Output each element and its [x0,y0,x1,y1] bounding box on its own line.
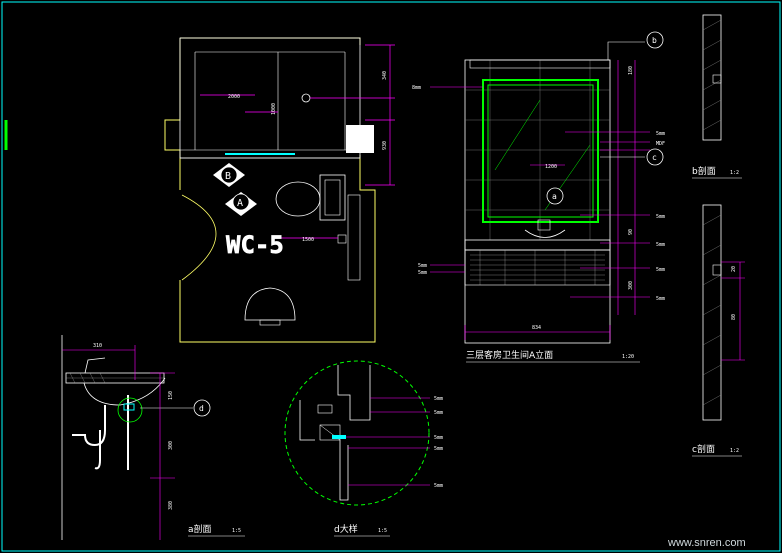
svg-text:5mm: 5mm [656,242,665,248]
section-a-top-dim: 310 [93,343,102,349]
section-c[interactable]: 20 80 c剖面 1:2 [692,204,745,457]
callout-label-b: b [652,36,657,45]
watermark-text: www.snren.com [667,537,746,549]
svg-text:2000: 2000 [228,94,240,100]
elevation-scale: 1:20 [622,354,634,360]
svg-text:300: 300 [628,281,634,290]
detail-d[interactable]: 5mm 5mm 5mm 5mm 5mm d大样 1:5 [284,360,443,537]
svg-text:5mm: 5mm [656,267,665,273]
svg-text:1200: 1200 [545,164,557,170]
section-a-scale: 1:5 [232,528,241,534]
plan-room-label: WC-5 [226,231,284,259]
detail-d-scale: 1:5 [378,528,387,534]
svg-text:5mm: 5mm [434,446,443,452]
svg-text:380: 380 [168,501,174,510]
elevation-a[interactable]: 8mm 5mm MDF 1200 5mm 5mm 5mm 5mm 5mm 5mm… [412,31,665,363]
detail-d-caption: d大样 [334,523,358,535]
callout-marker-a[interactable]: a [546,187,564,205]
svg-text:5mm: 5mm [418,263,427,269]
svg-text:MDF: MDF [656,141,665,147]
section-marker-b[interactable]: B [213,163,245,187]
section-b-scale: 1:2 [730,170,739,176]
svg-text:930: 930 [382,141,388,150]
svg-text:150: 150 [168,391,174,400]
svg-text:90: 90 [628,229,634,235]
svg-text:5mm: 5mm [434,410,443,416]
marker-label-a: A [237,198,243,209]
section-a-callout-d[interactable]: d [193,399,211,417]
svg-text:80: 80 [731,314,737,320]
callout-label-c: c [652,153,657,162]
section-a-caption: a剖面 [188,523,212,535]
marker-label-b: B [225,171,231,182]
svg-text:5mm: 5mm [418,270,427,276]
section-c-scale: 1:2 [730,448,739,454]
svg-text:5mm: 5mm [434,483,443,489]
section-a[interactable]: d 310 150 300 380 a剖面 1:5 [61,335,245,540]
svg-text:5mm: 5mm [656,131,665,137]
elevation-width-dim: 834 [532,325,541,331]
svg-text:5mm: 5mm [656,214,665,220]
section-marker-a[interactable]: A [225,192,257,216]
svg-text:8mm: 8mm [412,85,421,91]
section-b-caption: b剖面 [692,165,716,177]
svg-text:5mm: 5mm [434,435,443,441]
svg-text:5mm: 5mm [656,296,665,302]
callout-marker-c[interactable]: c [646,148,664,166]
callout-marker-b[interactable]: b [646,31,664,49]
section-c-caption: c剖面 [692,443,715,455]
svg-text:1000: 1000 [271,103,277,115]
section-b[interactable]: b剖面 1:2 [692,14,742,179]
svg-text:300: 300 [168,441,174,450]
floor-plan[interactable]: 2000 340 930 1000 1500 B A WC-5 [164,37,395,343]
svg-text:340: 340 [382,71,388,80]
svg-text:5mm: 5mm [434,396,443,402]
callout-label-a: a [552,192,557,201]
svg-text:180: 180 [628,66,634,75]
elevation-title: 三层客房卫生间A立面 [466,349,553,361]
svg-text:1500: 1500 [302,237,314,243]
callout-label-d: d [199,404,204,413]
svg-text:20: 20 [731,266,737,272]
